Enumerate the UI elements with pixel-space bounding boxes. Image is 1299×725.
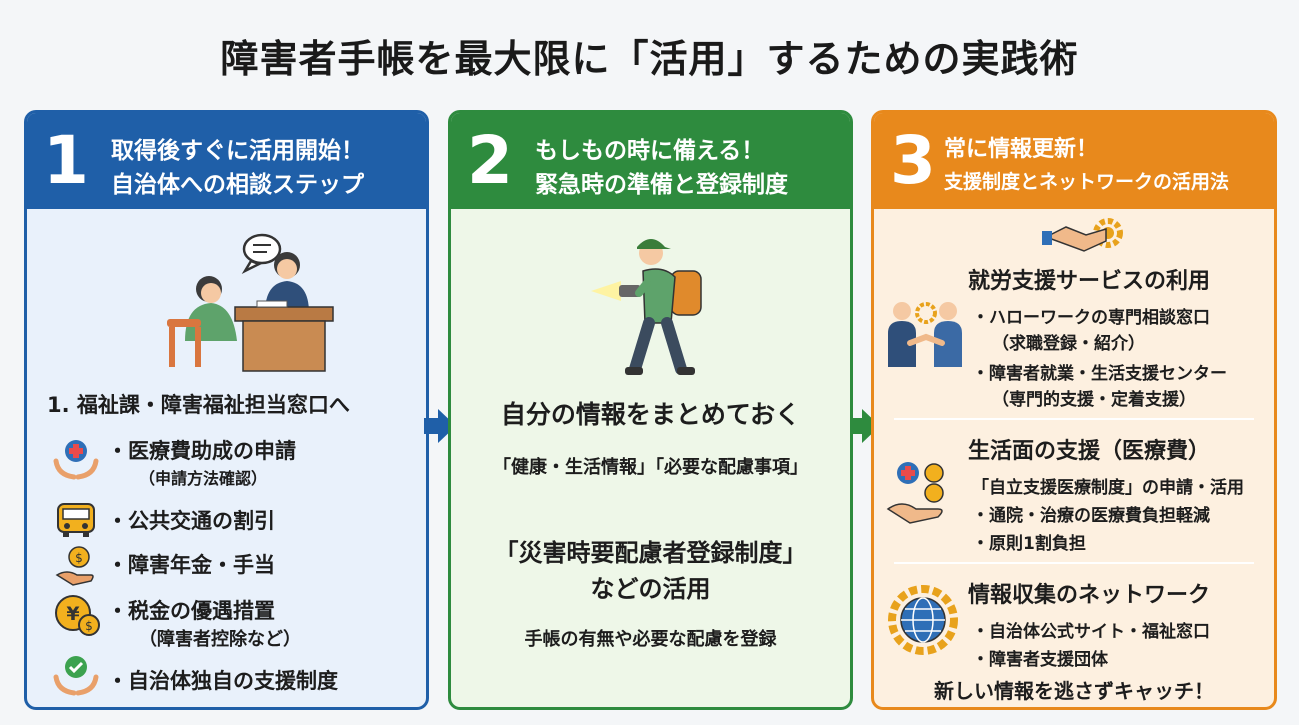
- globe-gear-icon: [888, 585, 958, 655]
- list-item: ・税金の優遇措置: [107, 599, 275, 623]
- svg-text:$: $: [75, 551, 83, 565]
- svg-text:$: $: [85, 619, 93, 633]
- panel-title-line2: 自治体への相談ステップ: [111, 172, 364, 198]
- bus-icon: [57, 503, 95, 537]
- panel-title-line1: 取得後すぐに活用開始！: [111, 138, 364, 164]
- flow-arrow-1-body: [424, 418, 440, 434]
- panel-title-line2: 支援制度とネットワークの活用法: [944, 171, 1230, 193]
- panel-number: 3: [890, 122, 936, 199]
- panel-number: 1: [43, 122, 89, 199]
- section-line: 「自立支援医療制度」の申請・活用: [972, 478, 1244, 498]
- check-hands-icon: [53, 656, 99, 696]
- section-line: ・自治体公式サイト・福祉窓口: [972, 622, 1210, 642]
- svg-text:¥: ¥: [66, 603, 79, 625]
- section-line: （求職登録・紹介）: [992, 334, 1145, 354]
- medical-hands-icon: [53, 440, 99, 480]
- person-flashlight-icon: [591, 239, 702, 375]
- section-line: ・障害者支援団体: [972, 650, 1108, 670]
- panel-title-line1: もしもの時に備える！: [535, 138, 765, 164]
- panel-title-line1: 常に情報更新！: [944, 137, 1099, 162]
- consultation-desk-icon: [167, 233, 334, 372]
- section-heading: 情報収集のネットワーク: [968, 583, 1211, 608]
- panel-emergency-preparation: 2 もしもの時に備える！ 緊急時の準備と登録制度 自分の情報をまとめておく 「健…: [448, 110, 853, 710]
- panel-header: 3 常に情報更新！ 支援制度とネットワークの活用法: [874, 113, 1274, 209]
- list-item: ・障害年金・手当: [107, 553, 275, 577]
- list-item-sub: （申請方法確認）: [139, 469, 268, 488]
- list-item-sub: （障害者控除など）: [139, 629, 301, 650]
- list-item: ・自治体独自の支援制度: [107, 669, 338, 693]
- section-heading: 生活面の支援（医療費）: [968, 439, 1211, 464]
- section-line: ・障害者就業・生活支援センター: [972, 364, 1227, 384]
- handshake-gear-icon: [1042, 218, 1123, 252]
- panel-number: 2: [467, 122, 513, 199]
- section-divider: [894, 418, 1254, 420]
- info-heading: 自分の情報をまとめておく: [500, 400, 801, 429]
- section-line: （専門的支援・定着支援）: [992, 390, 1196, 410]
- section-divider: [894, 562, 1254, 564]
- panel-consultation-steps: 1 取得後すぐに活用開始！ 自治体への相談ステップ 1. 福祉課・障害福祉担当窓…: [24, 110, 429, 710]
- yen-coin-icon: ¥ $: [55, 595, 100, 636]
- business-handshake-icon: [888, 302, 962, 367]
- list-item: ・公共交通の割引: [107, 509, 275, 533]
- list-item: ・医療費助成の申請: [107, 439, 296, 463]
- panel-title-line2: 緊急時の準備と登録制度: [535, 172, 788, 198]
- section-line: ・ハローワークの専門相談窓口: [972, 308, 1210, 328]
- panel-footer: 新しい情報を逃さずキャッチ！: [934, 679, 1214, 703]
- coin-hand-icon: $: [55, 546, 94, 586]
- page-title: 障害者手帳を最大限に「活用」するための実践術: [220, 37, 1079, 81]
- registration-heading-sub: などの活用: [590, 575, 711, 603]
- panel-header: 2 もしもの時に備える！ 緊急時の準備と登録制度: [451, 113, 850, 209]
- panel-support-network: 3 常に情報更新！ 支援制度とネットワークの活用法 就労支援サービスの利用 ・ハ…: [871, 110, 1277, 710]
- registration-line: 手帳の有無や必要な配慮を登録: [524, 629, 777, 650]
- medical-coin-hand-icon: [886, 462, 944, 524]
- section-heading: 就労支援サービスの利用: [968, 269, 1211, 294]
- section-line: ・原則1割負担: [972, 534, 1086, 554]
- info-line: 「健康・生活情報」「必要な配慮事項」: [493, 457, 808, 478]
- registration-heading: 「災害時要配慮者登録制度」: [494, 539, 807, 567]
- section-line: ・通院・治療の医療費負担軽減: [972, 506, 1210, 526]
- panel-header: 1 取得後すぐに活用開始！ 自治体への相談ステップ: [27, 113, 426, 209]
- section-heading: 1. 福祉課・障害福祉担当窓口へ: [47, 393, 350, 417]
